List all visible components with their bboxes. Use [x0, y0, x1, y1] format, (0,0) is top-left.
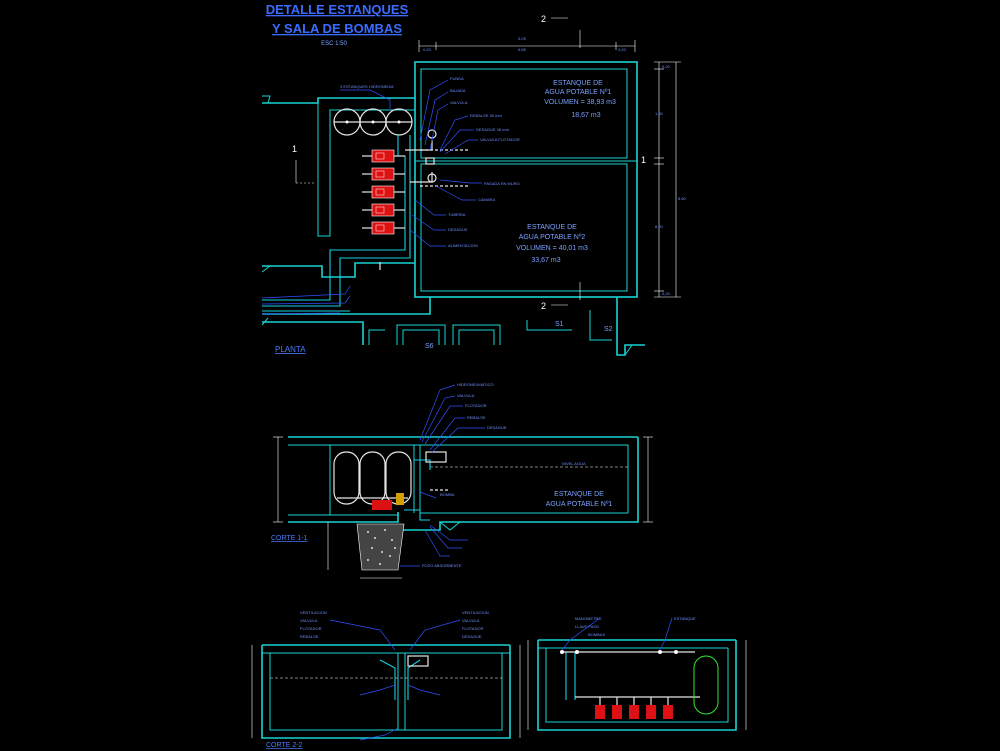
- right-dim-a: 0,20: [662, 64, 671, 69]
- pumps-plan: [371, 149, 395, 235]
- section11-tank1: ESTANQUE DE: [554, 491, 604, 498]
- top-dim-right: 0,20: [618, 47, 627, 52]
- plan-label: PLANTA: [275, 345, 306, 354]
- s11-note-5: BOMBA: [440, 492, 455, 497]
- tank1-name2: AGUA POTABLE Nº1: [545, 89, 612, 96]
- right-dim-total: 8,60: [678, 196, 687, 201]
- tank1-name1: ESTANQUE DE: [553, 80, 603, 87]
- section11-tank2: AGUA POTABLE Nº1: [546, 501, 613, 508]
- gravel-fill: [367, 529, 396, 565]
- plan-note-3: VALVULA: [450, 100, 468, 105]
- plan-note-7: PASADA EN MURO: [484, 181, 520, 186]
- section-1-1: ESTANQUE DE AGUA POTABLE Nº1 HIDRONEUMAT…: [271, 382, 653, 579]
- tank2-volume: VOLUMEN = 40,01 m3: [516, 245, 588, 252]
- pumps-elevation: [595, 697, 673, 719]
- s11-note-7: NIVEL AGUA: [562, 461, 586, 466]
- s11-note-1: VALVULA: [457, 393, 475, 398]
- plan-note-4: REBALSE 50 mm: [470, 113, 502, 118]
- top-dim-left: 0,20: [423, 47, 432, 52]
- s33-note-2: BOMBAS: [588, 632, 605, 637]
- plan-note-1: FUNDA: [450, 76, 464, 81]
- plan-note-11: ALIMENTACION: [448, 243, 478, 248]
- plan-note-9: TUBERIA: [448, 212, 466, 217]
- plan-note-2: BAJADA: [450, 88, 466, 93]
- top-dim-total: 6,25: [518, 36, 527, 41]
- tank1-useful: 18,67 m3: [571, 112, 600, 119]
- pump-room-bottom-wall: [262, 262, 415, 278]
- section-mark-1-right: 1: [641, 155, 646, 165]
- s22-note-1: VALVULA: [300, 618, 318, 623]
- s11-note-0: HIDRONEUMATICO: [457, 382, 494, 387]
- title-line2: Y SALA DE BOMBAS: [272, 21, 402, 36]
- section11-label: CORTE 1-1: [271, 535, 308, 542]
- s11-note-3: REBALSE: [467, 415, 486, 420]
- section-mark-1-left: 1: [292, 144, 297, 154]
- s11-note-2: FLOTADOR: [465, 403, 487, 408]
- title-scale: ESC 1:50: [321, 41, 347, 47]
- right-dim-d: 0,20: [662, 291, 671, 296]
- plan-note-5: DESAGUE 38 mm: [476, 127, 510, 132]
- tank2-useful: 33,67 m3: [531, 257, 560, 264]
- s22-note-r0: VENTILACION: [462, 610, 489, 615]
- room-label-s6: S6: [425, 343, 434, 350]
- s22-note-r2: FLOTADOR: [462, 626, 484, 631]
- tank1-volume: VOLUMEN = 38,93 m3: [544, 99, 616, 106]
- plan-annotations: 3 ESTANQUES HIDRONEUM. FUNDA BAJADA VALV…: [261, 76, 520, 315]
- top-dim-mid: 6,85: [518, 47, 527, 52]
- pump-room-top-wall: [262, 97, 415, 104]
- section22-label: CORTE 2-2: [266, 742, 303, 749]
- section-2-2: VENTILACION VALVULA FLOTADOR REBALSE VEN…: [251, 610, 521, 749]
- s11-note-4: DESAGUE: [487, 425, 507, 430]
- tank2-inner: [420, 163, 628, 292]
- hydropneumatic-tanks-plan: [333, 108, 413, 136]
- s22-note-r3: DESAGUE: [462, 634, 482, 639]
- tank2-name2: AGUA POTABLE Nº2: [519, 234, 586, 241]
- room-label-s2: S2: [604, 326, 613, 333]
- right-dim-b: 1,50: [655, 111, 664, 116]
- plan-note-6: VALVULA FLOTADOR: [480, 137, 520, 142]
- section-mark-2-top: 2: [541, 14, 546, 24]
- plan-note-0: 3 ESTANQUES HIDRONEUM.: [340, 84, 395, 89]
- s33-note-1: LLAVE PASO: [575, 624, 599, 629]
- s22-note-0: VENTILACION: [300, 610, 327, 615]
- s22-note-r1: VALVULA: [462, 618, 480, 623]
- tank2-name1: ESTANQUE DE: [527, 224, 577, 231]
- s33-note-3: ESTANQUE: [674, 616, 696, 621]
- s11-note-6: POZO ABSORBENTE: [422, 563, 462, 568]
- section-3-3: MANOMETRO LLAVE PASO BOMBAS ESTANQUE: [527, 616, 747, 731]
- tank-block-outer-wall: [414, 61, 638, 298]
- title-line1: DETALLE ESTANQUES: [266, 2, 409, 17]
- plan-piping: [262, 129, 470, 312]
- s33-note-0: MANOMETRO: [575, 616, 601, 621]
- plan-view: 6,25 0,20 6,85 0,20 2 ESTANQUE DE AGUA P…: [261, 14, 687, 356]
- tank1-inner: [420, 68, 628, 159]
- section-mark-2-bottom: 2: [541, 301, 546, 311]
- right-dim-c: 8,20: [655, 224, 664, 229]
- s22-note-2: FLOTADOR: [300, 626, 322, 631]
- plan-note-8: CAMARA: [478, 197, 495, 202]
- room-label-s1: S1: [555, 321, 564, 328]
- plan-note-10: DESAGUE: [448, 227, 468, 232]
- s22-note-3: REBALSE: [300, 634, 319, 639]
